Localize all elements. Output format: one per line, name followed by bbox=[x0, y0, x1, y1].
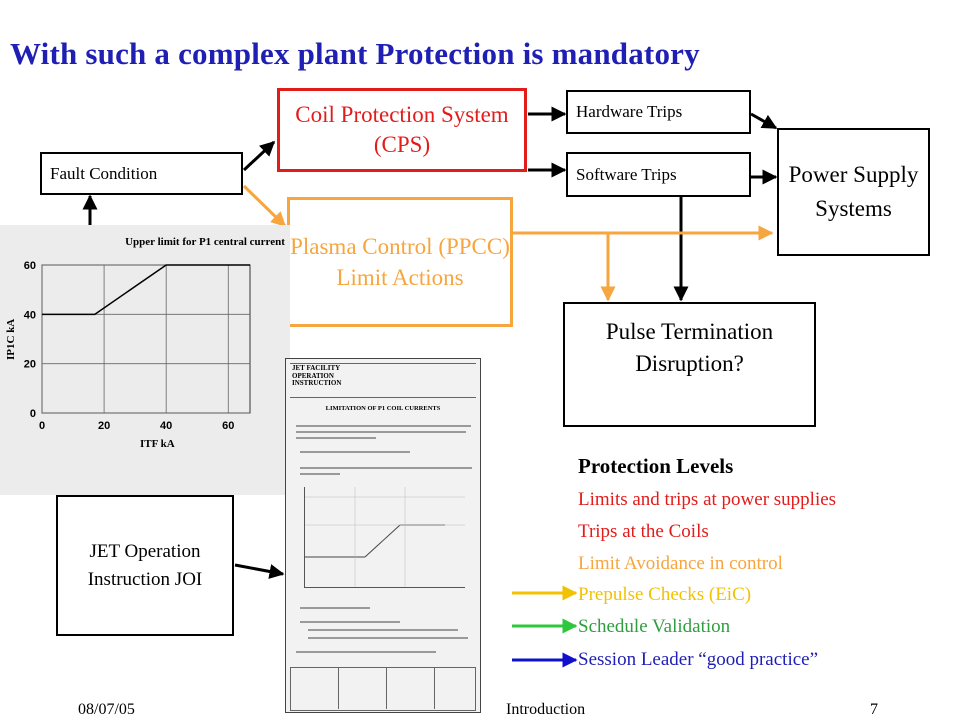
arrow-hardware-to-power bbox=[750, 112, 778, 130]
chart-frame bbox=[41, 264, 251, 414]
chart-y-tick-label: 60 bbox=[24, 260, 36, 272]
protection-level-item: Prepulse Checks (EiC) bbox=[578, 584, 752, 605]
software-trips-box: Software Trips bbox=[566, 152, 751, 197]
document-section: LIMITATION OF P1 COIL CURRENTS bbox=[325, 405, 441, 412]
protection-level-item: Session Leader “good practice” bbox=[578, 649, 819, 670]
arrow-joi-to-document bbox=[234, 563, 285, 579]
chart-series-line bbox=[42, 264, 250, 316]
chart-title: Upper limit for P1 central current bbox=[125, 236, 285, 248]
chart-x-tick-label: 20 bbox=[98, 420, 110, 432]
chart-ylabel: IP1C kA bbox=[5, 319, 17, 360]
joi-box: JET Operation Instruction JOI bbox=[56, 495, 234, 636]
power-supply-box: Power Supply Systems bbox=[777, 128, 930, 256]
chart-x-tick-label: 0 bbox=[39, 420, 45, 432]
protection-level-item: Trips at the Coils bbox=[578, 521, 709, 542]
chart-grid bbox=[41, 264, 251, 414]
slide-title: With such a complex plant Protection is … bbox=[10, 36, 700, 71]
footer-center: Introduction bbox=[506, 701, 586, 718]
arrow-fault-to-ppcc bbox=[242, 184, 287, 228]
document-mini-chart bbox=[304, 487, 465, 588]
hardware-trips-box: Hardware Trips bbox=[566, 90, 751, 134]
footer-page-number: 7 bbox=[870, 701, 878, 718]
joi-document: JET FACILITY OPERATION INSTRUCTION LIMIT… bbox=[285, 358, 481, 713]
chart-y-tick-label: 40 bbox=[24, 309, 36, 321]
footer-date: 08/07/05 bbox=[78, 701, 135, 718]
scanned-chart-panel: Upper limit for P1 central current IP1C … bbox=[0, 225, 290, 495]
chart-y-tick-label: 20 bbox=[24, 359, 36, 371]
chart-ticks: 60 40 20 00 20 40 60 bbox=[24, 260, 235, 432]
cps-box: Coil Protection System (CPS) bbox=[277, 88, 527, 172]
protection-level-item: Limit Avoidance in control bbox=[578, 553, 783, 574]
chart-x-tick-label: 40 bbox=[160, 420, 172, 432]
chart-y-tick-label: 0 bbox=[30, 408, 36, 420]
protection-level-item: Schedule Validation bbox=[578, 616, 731, 637]
document-heading: JET FACILITY OPERATION INSTRUCTION bbox=[292, 364, 342, 388]
fault-condition-box: Fault Condition bbox=[40, 152, 243, 195]
chart-x-tick-label: 60 bbox=[222, 420, 234, 432]
chart-xlabel: ITF kA bbox=[140, 438, 175, 450]
protection-level-item: Limits and trips at power supplies bbox=[578, 489, 837, 510]
pulse-termination-box: Pulse Termination Disruption? bbox=[563, 302, 816, 427]
limit-chart: Upper limit for P1 central current IP1C … bbox=[5, 236, 285, 450]
ppcc-box: Plasma Control (PPCC) Limit Actions bbox=[287, 197, 513, 327]
arrow-fault-to-cps bbox=[242, 140, 276, 172]
protection-levels-heading: Protection Levels bbox=[578, 454, 734, 478]
